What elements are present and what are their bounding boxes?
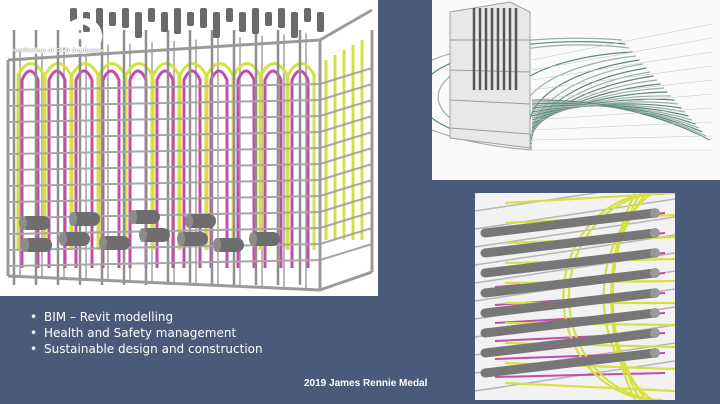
- bullet-health-safety: Health and Safety management: [30, 325, 263, 341]
- radial-rebar-image: [475, 193, 675, 400]
- medal-caption: 2019 James Rennie Medal: [304, 378, 428, 389]
- logo-caption: Institution of Civil Engineers: [12, 48, 104, 54]
- ice-logo-mark: [20, 18, 103, 54]
- rebar-cage-illustration: [0, 0, 378, 296]
- curved-rebar-illustration: [432, 0, 720, 180]
- rebar-cage-image: Institution of Civil Engineers: [0, 0, 378, 296]
- achievements-list: BIM – Revit modelling Health and Safety …: [30, 309, 263, 357]
- curved-rebar-image: [432, 0, 720, 180]
- bullet-sustainable-design: Sustainable design and construction: [30, 341, 263, 357]
- ice-logo: Institution of Civil Engineers: [8, 14, 103, 58]
- radial-rebar-illustration: [475, 193, 675, 400]
- bullet-bim: BIM – Revit modelling: [30, 309, 263, 325]
